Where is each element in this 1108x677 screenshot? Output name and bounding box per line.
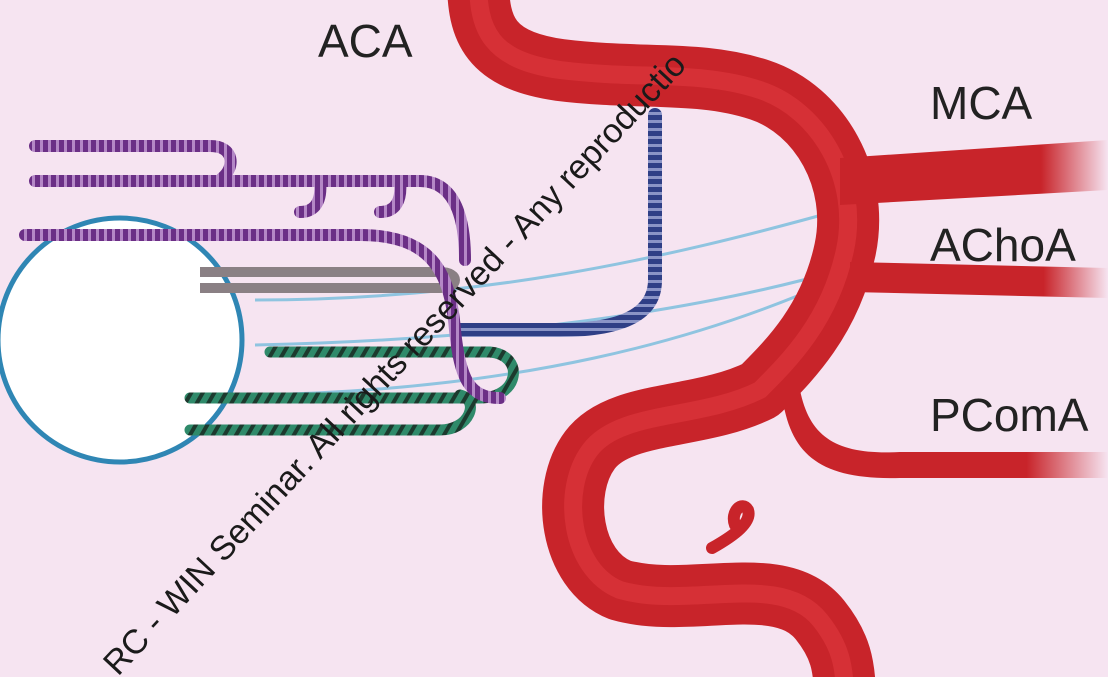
mca-branch <box>840 140 1108 205</box>
blue-nerve <box>460 115 655 330</box>
label-pcoma: PComA <box>930 392 1088 438</box>
label-aca: ACA <box>318 18 413 64</box>
label-mca: MCA <box>930 80 1032 126</box>
label-achoa: AChoA <box>930 222 1076 268</box>
small-artery-stub <box>712 506 749 548</box>
gray-nerve <box>200 272 455 288</box>
